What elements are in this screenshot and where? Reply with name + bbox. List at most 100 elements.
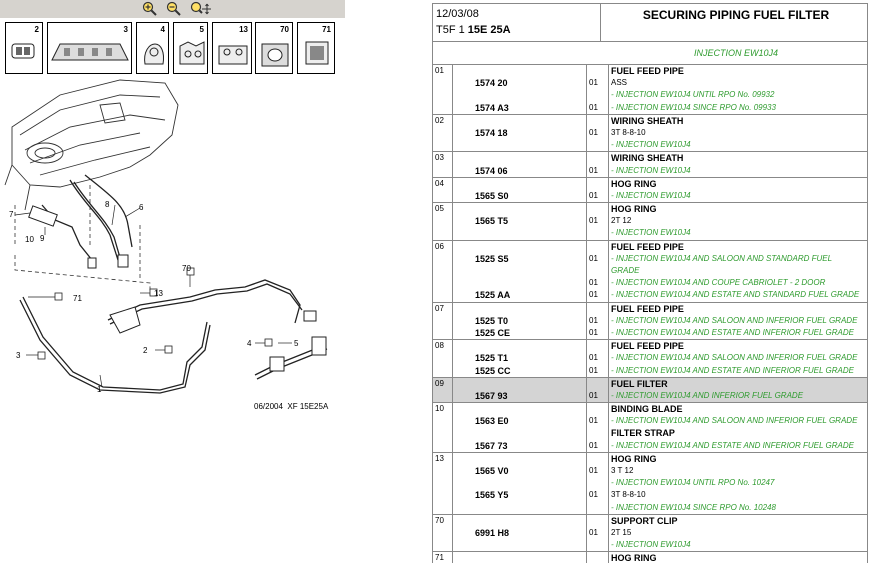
part-number[interactable]: 1525 CC [453,364,587,377]
part-number[interactable]: 1565 T5 [453,215,587,228]
part-line[interactable]: - INJECTION EW10J4 SINCE RPO No. 10248 [453,501,867,514]
part-number[interactable]: 1567 73 [453,439,587,452]
part-number[interactable] [453,89,587,102]
part-number[interactable] [453,377,587,390]
part-line[interactable]: WIRING SHEATH [453,114,867,127]
part-number[interactable] [453,427,587,440]
part-line[interactable]: FUEL FEED PIPE [453,302,867,315]
part-number[interactable] [453,152,587,165]
part-number[interactable]: 1525 T0 [453,314,587,327]
part-line[interactable]: FILTER STRAP [453,427,867,440]
part-line[interactable]: - INJECTION EW10J4 [453,539,867,552]
part-number[interactable] [453,514,587,527]
part-number[interactable] [453,477,587,490]
callout-label-9[interactable]: 9 [40,234,45,243]
callout-label-3[interactable]: 3 [16,351,21,360]
part-number[interactable] [453,501,587,514]
part-number[interactable]: 1565 S0 [453,189,587,203]
callout-label-1[interactable]: 1 [97,385,102,394]
callout-label-2[interactable]: 2 [143,346,148,355]
callout-label-70[interactable]: 70 [182,264,191,273]
part-number[interactable] [453,114,587,127]
callout-label-13[interactable]: 13 [154,289,163,298]
callout-label-71[interactable]: 71 [73,294,82,303]
callout-label-5[interactable]: 5 [294,339,299,348]
part-line[interactable]: BINDING BLADE [453,403,867,416]
thumbnail-part-5[interactable]: 5 [173,22,208,74]
callout-label-7[interactable]: 7 [9,210,14,219]
part-number[interactable] [453,240,587,253]
part-number[interactable] [453,265,587,278]
part-number[interactable]: 1525 S5 [453,252,587,265]
callout-label-6[interactable]: 6 [139,203,144,212]
part-number[interactable] [453,552,587,563]
part-number[interactable] [453,139,587,152]
part-number[interactable]: 1565 V0 [453,465,587,478]
part-line[interactable]: 01- INJECTION EW10J4 AND COUPE CABRIOLET… [453,277,867,290]
part-line[interactable]: HOG RING [453,203,867,216]
part-line[interactable]: HOG RING [453,452,867,465]
part-line[interactable]: SUPPORT CLIP [453,514,867,527]
part-number[interactable]: 1574 A3 [453,101,587,114]
part-number[interactable]: 1574 06 [453,164,587,177]
part-number[interactable] [453,65,587,78]
part-number[interactable] [453,452,587,465]
part-line[interactable]: FUEL FEED PIPE [453,340,867,353]
part-number[interactable]: 1567 93 [453,389,587,403]
thumbnail-part-71[interactable]: 71 [297,22,335,74]
part-number[interactable]: 1574 20 [453,77,587,90]
part-line[interactable]: - INJECTION EW10J4 [453,139,867,152]
part-number[interactable]: 1563 E0 [453,415,587,428]
part-number[interactable]: 1525 CE [453,326,587,340]
part-number[interactable] [453,277,587,290]
thumbnail-part-13[interactable]: 13 [212,22,252,74]
part-number[interactable] [453,177,587,190]
part-line[interactable]: GRADE [453,265,867,278]
part-number[interactable]: 1565 Y5 [453,489,587,502]
part-line[interactable]: FUEL FEED PIPE [453,240,867,253]
thumbnail-part-3[interactable]: 3 [47,22,132,74]
part-line[interactable]: FUEL FILTER [453,377,867,390]
zoom-out-icon[interactable] [166,1,182,17]
zoom-in-icon[interactable] [142,1,158,17]
part-number[interactable] [453,302,587,315]
part-number[interactable] [453,539,587,552]
callout-label-4[interactable]: 4 [247,339,252,348]
part-number[interactable] [453,227,587,240]
part-number[interactable]: 6991 H8 [453,526,587,540]
thumbnail-part-2[interactable]: 2 [5,22,43,74]
callout-label-10[interactable]: 10 [25,235,34,244]
part-number[interactable] [453,403,587,416]
part-line[interactable]: HOG RING [453,552,867,563]
part-line[interactable]: WIRING SHEATH [453,152,867,165]
